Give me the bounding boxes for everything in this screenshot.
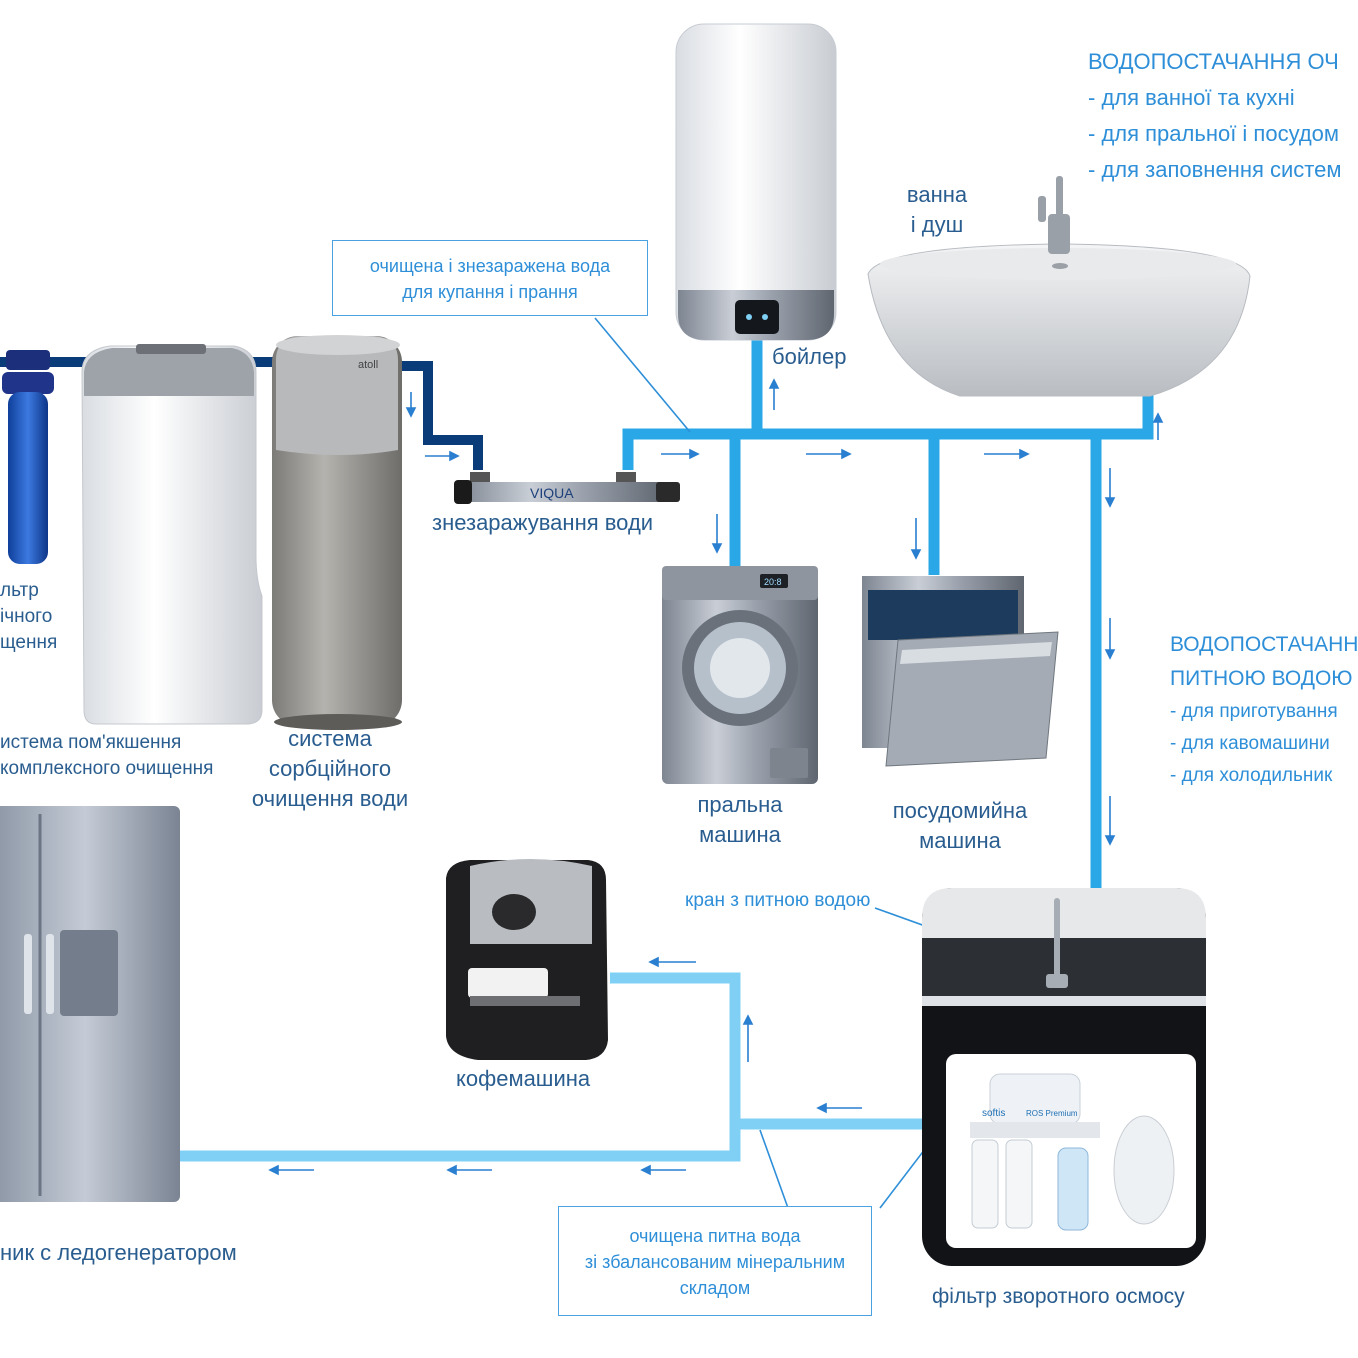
arrow-left (268, 1164, 314, 1176)
drink-supply-header: ВОДОПОСТАЧАНН ПИТНОЮ ВОДОЮ - для приготу… (1170, 628, 1358, 792)
bath-label: ванна і душ (880, 180, 994, 240)
arrow-left (640, 1164, 686, 1176)
label-line: ванна (906, 182, 968, 207)
mechanical-filter-icon (2, 350, 54, 564)
pipe-drink-main (610, 972, 925, 1130)
arrow-down (1104, 618, 1116, 660)
main-supply-title: ВОДОПОСТАЧАННЯ ОЧ (1088, 49, 1339, 74)
ro-filter-icon: softis ROS Premium (970, 1073, 1175, 1231)
sorption-label: система сорбційного очищення води (230, 724, 430, 814)
label-line: сорбційного (268, 756, 392, 781)
mechanical-filter-label: льтр ічного щення (0, 578, 57, 656)
label-line: очищення води (251, 786, 409, 811)
drink-supply-item: - для холодильник (1170, 765, 1333, 786)
boiler-icon (675, 23, 837, 341)
pipe-sorption-out (400, 361, 483, 470)
drink-note-line: складом (679, 1278, 751, 1298)
drink-supply-item: - для приготування (1170, 701, 1338, 722)
pipe-network (0, 338, 1154, 1162)
label-line: машина (919, 828, 1001, 853)
arrow-left (816, 1102, 862, 1114)
faucet-label: кран з питною водою (685, 890, 871, 911)
drinking-faucet-icon (1046, 898, 1068, 988)
boiler-label: бойлер (772, 344, 847, 369)
label-line: машина (699, 822, 781, 847)
uv-sterilizer-icon: VIQUA (454, 472, 680, 504)
ro-model: ROS Premium (1026, 1109, 1078, 1118)
leader-wash-note (594, 317, 691, 433)
main-supply-item: - для пральної і посудом (1088, 121, 1340, 146)
flow-arrows (268, 378, 1164, 1176)
coffee-label: кофемашина (456, 1066, 591, 1091)
softener-label: истема пом'якшення комплексного очищення (0, 730, 213, 782)
uv-label: знезаражування води (432, 510, 654, 535)
label-line: льтр (0, 580, 39, 601)
arrow-right (806, 448, 852, 460)
bathtub-icon (867, 243, 1251, 397)
washer-display: 20:8 (764, 577, 782, 587)
label-line: комплексного очищення (0, 758, 214, 779)
arrow-down (711, 514, 723, 554)
wash-note-line: для купання і прання (402, 282, 578, 302)
pipe-main (622, 395, 1154, 470)
water-softener-icon (81, 344, 263, 725)
uv-brand: VIQUA (530, 485, 574, 501)
wash-note-line: очищена і знезаражена вода (369, 256, 611, 276)
drink-water-note: очищена питна вода зі збалансованим міне… (558, 1206, 872, 1316)
drink-supply-item: - для кавомашини (1170, 733, 1330, 754)
coffee-machine-icon (446, 859, 608, 1060)
fridge-label: ник с ледогенератором (0, 1240, 237, 1265)
main-supply-item: - для заповнення систем (1088, 157, 1342, 182)
main-supply-header: ВОДОПОСТАЧАННЯ ОЧ - для ванної та кухні … (1088, 44, 1341, 188)
label-line: система (288, 726, 372, 751)
arrow-down (405, 392, 417, 418)
label-line: пральна (697, 792, 783, 817)
drink-note-line: очищена питна вода (629, 1226, 801, 1246)
label-line: посудомийна (892, 798, 1028, 823)
arrow-right (425, 450, 460, 462)
label-line: ічного (0, 606, 53, 627)
pipe-drink-fridge (180, 1124, 741, 1162)
arrow-left (446, 1164, 492, 1176)
dishwasher-label: посудомийна машина (870, 796, 1050, 856)
washing-machine-icon: 20:8 (662, 566, 818, 784)
osmosis-label: фільтр зворотного осмосу (932, 1285, 1185, 1308)
arrow-right (984, 448, 1030, 460)
sorption-brand: atoll (358, 359, 378, 371)
bath-faucet-icon (1038, 176, 1070, 254)
wash-water-note: очищена і знезаражена вода для купання і… (332, 240, 648, 316)
arrow-right (661, 448, 700, 460)
label-line: истема пом'якшення (0, 732, 182, 753)
fridge-icon (0, 806, 180, 1202)
leader-drink-pipe (759, 1129, 789, 1209)
drink-supply-title: ВОДОПОСТАЧАНН (1170, 633, 1358, 656)
arrow-down (1104, 468, 1116, 508)
arrow-up (768, 378, 780, 410)
arrow-up (742, 1014, 754, 1062)
arrow-left (648, 956, 696, 968)
dishwasher-icon (862, 576, 1059, 767)
drink-note-line: зі збалансованим мінеральним (584, 1252, 846, 1272)
ro-brand: softis (982, 1108, 1005, 1119)
arrow-down (910, 518, 922, 560)
sorption-filter-icon: atoll (272, 335, 402, 730)
arrow-down (1104, 796, 1116, 846)
main-supply-item: - для ванної та кухні (1088, 85, 1295, 110)
arrow-up (1152, 412, 1164, 440)
label-line: щення (0, 632, 58, 653)
washer-label: пральна машина (660, 790, 820, 850)
label-line: і душ (910, 212, 964, 237)
drink-supply-title: ПИТНОЮ ВОДОЮ (1170, 667, 1353, 690)
